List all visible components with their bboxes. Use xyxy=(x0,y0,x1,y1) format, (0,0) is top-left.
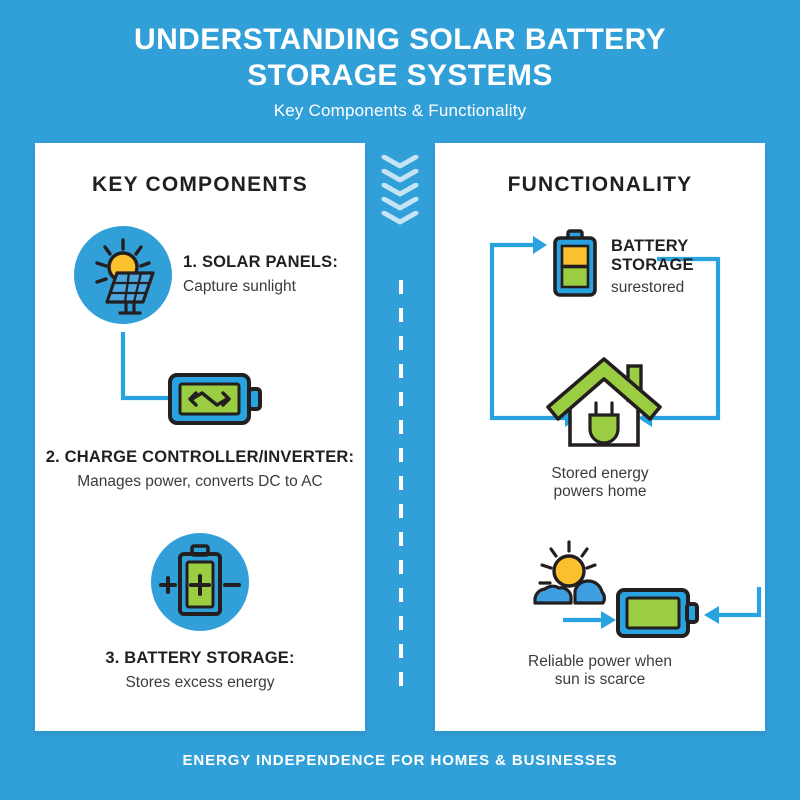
stored-energy-caption-line1: Stored energy xyxy=(551,465,649,482)
battery-storage-description: Stores excess energy xyxy=(125,674,275,691)
solar-panel-description: Capture sunlight xyxy=(183,278,296,295)
page-subtitle: Key Components & Functionality xyxy=(273,101,527,120)
reliable-power-caption: Reliable power when sun is scarce xyxy=(443,653,757,689)
reliable-power-caption-line1: Reliable power when xyxy=(528,653,672,670)
house-plug-icon xyxy=(540,341,668,458)
stored-energy-caption-line2: powers home xyxy=(553,483,647,500)
battery-landscape-icon xyxy=(615,583,701,650)
chevron-down-icon xyxy=(381,155,419,169)
functionality-panel: FUNCTIONALITY xyxy=(435,143,765,731)
arrow-loop-to-battery xyxy=(699,583,765,640)
battery-storage-label: BATTERY STORAGE surestored xyxy=(611,237,761,297)
battery-storage-title: 3. BATTERY STORAGE: xyxy=(105,649,295,667)
header: UNDERSTANDING SOLAR BATTERY STORAGE SYST… xyxy=(0,0,800,121)
center-divider xyxy=(378,155,422,715)
dashed-divider-line xyxy=(399,280,403,700)
chevron-down-icon xyxy=(381,169,419,183)
chevron-down-icon xyxy=(381,183,419,197)
chevron-down-icon xyxy=(381,197,419,211)
chevron-down-icon xyxy=(381,211,419,225)
inverter-title: 2. CHARGE CONTROLLER/INVERTER: xyxy=(45,448,355,466)
solar-panel-text: 1. SOLAR PANELS: Capture sunlight xyxy=(183,253,358,296)
panels-container: KEY COMPONENTS xyxy=(0,143,800,731)
battery-storage-text: 3. BATTERY STORAGE: Stores excess energy xyxy=(43,649,357,692)
key-components-panel: KEY COMPONENTS xyxy=(35,143,365,731)
inverter-text: 2. CHARGE CONTROLLER/INVERTER: Manages p… xyxy=(43,448,357,491)
stored-energy-caption: Stored energy powers home xyxy=(443,465,757,501)
key-components-heading: KEY COMPONENTS xyxy=(92,173,308,196)
page-title-line2: STORAGE SYSTEMS xyxy=(247,59,553,92)
reliable-power-caption-line2: sun is scarce xyxy=(554,671,646,688)
inverter-icon xyxy=(166,367,264,436)
battery-vertical-icon xyxy=(547,229,603,306)
page-title-line1: UNDERSTANDING SOLAR BATTERY xyxy=(134,23,666,56)
battery-plus-minus-icon xyxy=(151,533,249,631)
battery-storage-label-sub: surestored xyxy=(611,279,685,296)
solar-panel-icon xyxy=(74,226,172,324)
battery-storage-label-title: BATTERY STORAGE xyxy=(611,237,694,274)
functionality-heading: FUNCTIONALITY xyxy=(507,173,693,196)
page-title: UNDERSTANDING SOLAR BATTERY STORAGE SYST… xyxy=(0,22,800,94)
solar-panel-title: 1. SOLAR PANELS: xyxy=(183,253,339,271)
sun-cloud-icon xyxy=(527,539,617,620)
arrow-sun-to-battery xyxy=(561,605,621,640)
footer-text: ENERGY INDEPENDENCE FOR HOMES & BUSINESS… xyxy=(182,752,618,769)
inverter-description: Manages power, converts DC to AC xyxy=(77,473,323,490)
